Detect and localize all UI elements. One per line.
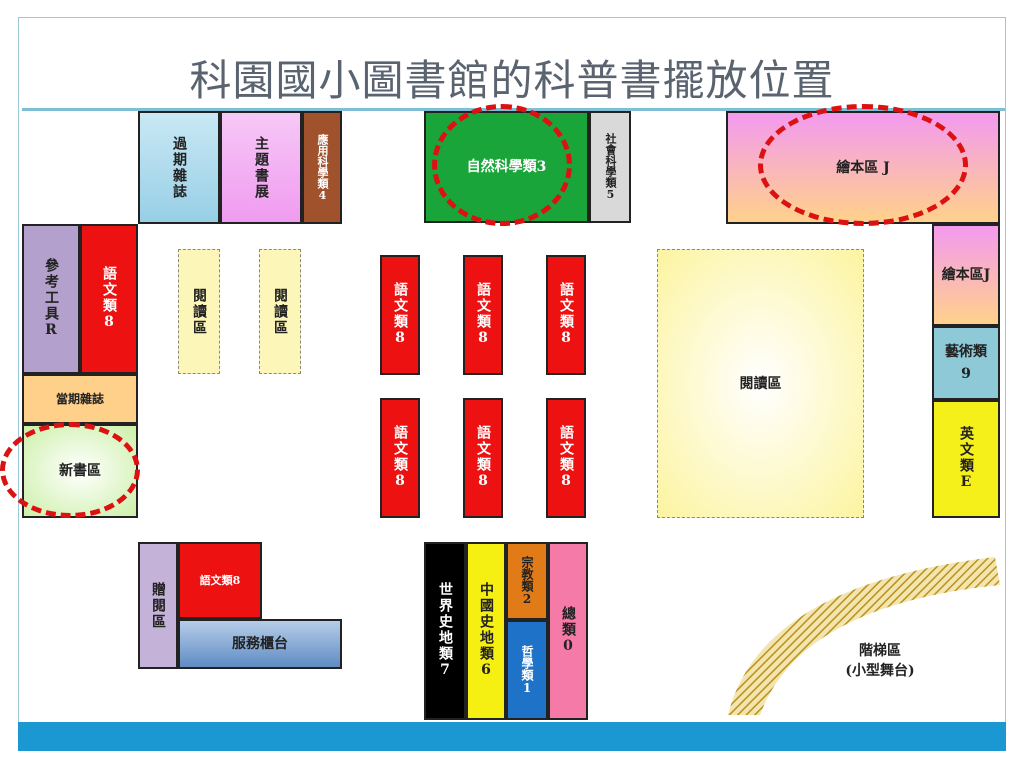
highlight-oval-natural-science (432, 104, 572, 226)
zone-english: 英文類E (932, 400, 1000, 518)
zone-reading-2: 閱讀區 (259, 249, 301, 374)
shelf-language-2: 語文類8 (463, 255, 503, 375)
shelf-language-1: 語文類8 (380, 255, 420, 375)
shelf-religion: 宗教類2 (506, 542, 548, 620)
stairs-label: 階梯區 (小型舞台) (820, 640, 940, 680)
shelf-world-history: 世界史地類7 (424, 542, 466, 720)
page-title: 科園國小圖書館的科普書擺放位置 (189, 56, 835, 105)
shelf-language-6: 語文類8 (546, 398, 586, 518)
shelf-language-5: 語文類8 (463, 398, 503, 518)
shelf-china-history: 中國史地類6 (466, 542, 506, 720)
stairs-label-line2: (小型舞台) (845, 663, 915, 679)
zone-reading-big: 閱讀區 (657, 249, 864, 518)
zone-current-magazines: 當期雜誌 (22, 374, 138, 424)
shelf-language-4: 語文類8 (380, 398, 420, 518)
stairs-label-line1: 階梯區 (859, 643, 901, 659)
zone-picture-book-right: 繪本區J (932, 224, 1000, 326)
zone-service-counter: 服務櫃台 (178, 619, 342, 669)
highlight-oval-new-books (0, 422, 140, 518)
shelf-general: 總類0 (548, 542, 588, 720)
shelf-philosophy: 哲學類1 (506, 620, 548, 720)
zone-reference: 參考工具R (22, 224, 80, 374)
zone-past-magazines: 過期雜誌 (138, 111, 220, 224)
zone-arts: 藝術類9 (932, 326, 1000, 400)
zone-language-left: 語文類8 (80, 224, 138, 374)
highlight-oval-picture-book (758, 104, 968, 226)
zone-theme-exhibit: 主題書展 (220, 111, 302, 224)
zone-applied-science: 應用科學類4 (302, 111, 342, 224)
stairs-arc (728, 557, 1000, 715)
zone-donated: 贈閱區 (138, 542, 178, 669)
zone-social-science: 社會科學類5 (589, 111, 631, 223)
slide-bottom-bar (18, 722, 1006, 751)
zone-language-small: 語文類8 (178, 542, 262, 619)
zone-reading-1: 閱讀區 (178, 249, 220, 374)
shelf-language-3: 語文類8 (546, 255, 586, 375)
